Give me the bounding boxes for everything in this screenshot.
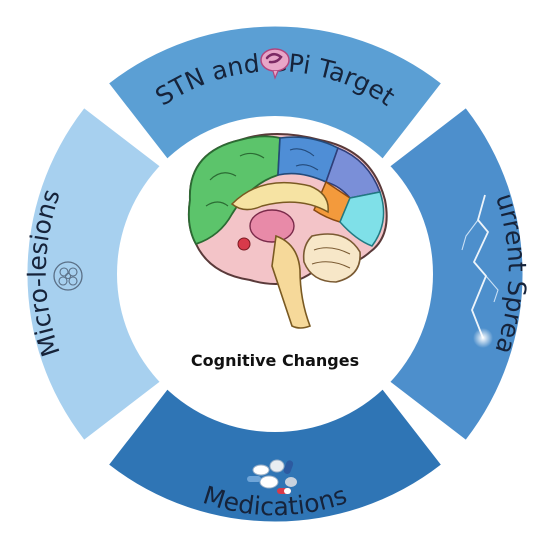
cell-cluster-icon [53, 261, 83, 291]
center-label: Cognitive Changes [191, 351, 359, 370]
segment-current-spread [379, 108, 523, 440]
segment-stn-gpi-target [109, 26, 441, 171]
brain-icon [187, 133, 388, 329]
ring [27, 26, 523, 522]
segment-medications [109, 378, 441, 522]
lightning-icon [461, 194, 499, 348]
pills-icon [247, 459, 297, 494]
segment-micro-lesions [27, 108, 172, 440]
brain-target-icon [260, 48, 290, 80]
